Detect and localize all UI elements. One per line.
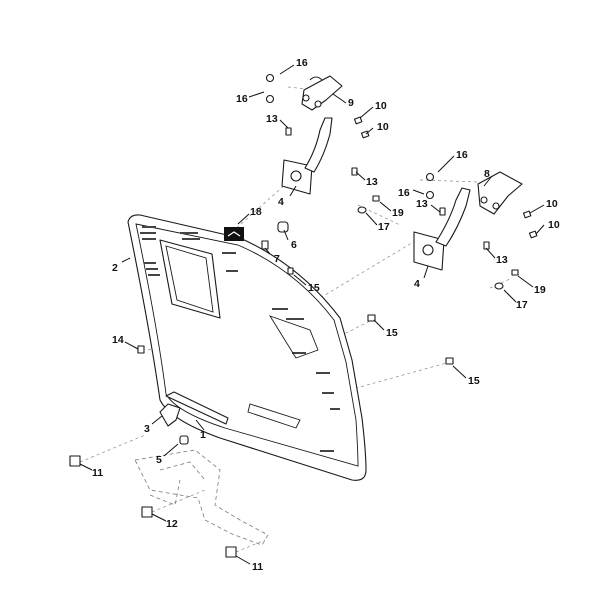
callout-2: 2 [112,262,118,274]
callout-16c: 16 [456,149,468,161]
callout-5: 5 [156,454,162,466]
callout-1: 1 [200,429,206,441]
callout-10d: 10 [548,219,560,231]
service-note-icon [224,227,244,241]
callout-10c: 10 [546,198,558,210]
callout-13c: 13 [416,198,428,210]
callout-8: 8 [484,168,490,180]
callout-11b: 11 [252,561,263,573]
callout-17b: 17 [516,299,528,311]
callout-19b: 19 [534,284,546,296]
callout-17a: 17 [378,221,390,233]
leader-lines [79,64,545,565]
hardware-parts [69,73,538,558]
callout-11a: 11 [92,467,103,479]
part-callout-labels: 16 16 9 10 10 13 4 13 19 17 18 6 7 15 2 … [92,57,560,573]
hinge-bracket-left [281,75,343,195]
panel-part-2 [127,214,367,481]
mounting-bracket-ghost [134,449,269,546]
callout-15a: 15 [308,282,320,294]
callout-16d: 16 [398,187,410,199]
callout-13d: 13 [496,254,508,266]
callout-10b: 10 [377,121,389,133]
callout-4b: 4 [414,278,420,290]
callout-9: 9 [348,97,354,109]
callout-7: 7 [274,253,280,265]
callout-15b: 15 [386,327,398,339]
callout-14: 14 [112,334,124,346]
callout-16a: 16 [296,57,308,69]
callout-3: 3 [144,423,150,435]
callout-15c: 15 [468,375,480,387]
callout-18: 18 [250,206,262,218]
hinge-bracket-right [413,171,523,271]
callout-13b: 13 [366,176,378,188]
callout-6: 6 [291,239,297,251]
callout-19a: 19 [392,207,404,219]
panel-perforations [140,226,340,452]
callout-16b: 16 [236,93,248,105]
callout-4a: 4 [278,196,284,208]
callout-10a: 10 [375,100,387,112]
latch-rod-parts [159,391,229,427]
callout-12: 12 [166,518,178,530]
callout-13a: 13 [266,113,278,125]
